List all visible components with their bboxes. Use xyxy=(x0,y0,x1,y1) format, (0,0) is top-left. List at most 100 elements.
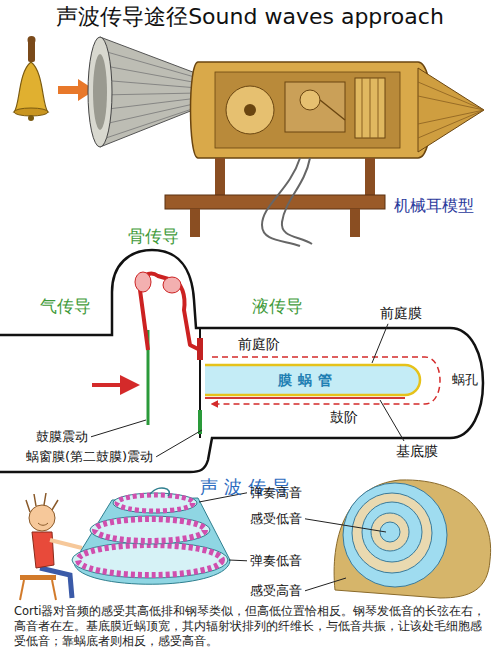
cochlea-section xyxy=(352,493,432,573)
leader-line xyxy=(91,420,146,437)
piano-player xyxy=(50,540,82,548)
spiral-piano xyxy=(78,545,222,575)
ear-horn xyxy=(100,93,198,95)
leader-line xyxy=(372,324,388,363)
piano-player xyxy=(38,523,48,525)
nose-cone xyxy=(418,110,484,124)
ear-horn xyxy=(100,103,198,125)
leader-line xyxy=(156,430,202,457)
bell-figure xyxy=(28,36,36,44)
mechanical-ear-body xyxy=(355,78,385,138)
ear-outline xyxy=(0,250,483,472)
duct-label: 膜蜗管 xyxy=(278,371,338,389)
wooden-stand xyxy=(190,209,200,237)
mechanical-ear-body xyxy=(226,86,274,134)
piano-player xyxy=(20,580,24,600)
mechanical-ear-body xyxy=(300,90,320,110)
bell-figure xyxy=(14,36,48,121)
ossicles xyxy=(135,272,198,350)
cochlea-section xyxy=(334,480,491,598)
wooden-stand xyxy=(350,209,360,237)
nose-cone xyxy=(418,68,484,152)
spiral-piano xyxy=(72,542,228,578)
wires xyxy=(262,158,300,246)
fluid-wave-arrow xyxy=(212,357,440,404)
part-label: 蜗窗膜(第二鼓膜)震动 xyxy=(26,449,153,465)
leader-line xyxy=(380,400,404,441)
section-label: 骨传导 xyxy=(128,226,179,246)
spiral-piano xyxy=(72,488,230,584)
duct-band: 膜蜗管 xyxy=(269,371,341,389)
cochlea-section xyxy=(371,513,409,551)
spiral-piano xyxy=(90,516,210,544)
part-label: 前庭阶 xyxy=(238,336,280,353)
mechanical-ear-body xyxy=(244,104,256,116)
callout-label: 感受低音 xyxy=(250,511,302,527)
wooden-stand xyxy=(215,158,225,196)
air-wave-arrow xyxy=(92,385,136,386)
cochlea-section xyxy=(343,483,447,587)
piano-player xyxy=(29,505,55,531)
spiral-piano xyxy=(150,488,169,496)
title-text: 声波传导途径Sound waves approach xyxy=(0,4,500,30)
mechanical-ear-body xyxy=(362,78,363,138)
spiral-piano xyxy=(117,495,193,511)
part-label: 鼓膜震动 xyxy=(36,429,88,445)
ear-horn xyxy=(100,65,198,83)
section-label: 气传导 xyxy=(40,296,91,316)
ear-outline xyxy=(0,250,483,472)
piano-player xyxy=(20,575,56,580)
callout-label: 弹奏低音 xyxy=(250,553,302,569)
nose-cone xyxy=(418,68,484,152)
cochlear-duct xyxy=(205,365,420,395)
wires xyxy=(282,158,312,244)
mechanical-ear-body xyxy=(215,72,400,148)
ear-horn xyxy=(100,80,198,88)
callout-label: 感受高音 xyxy=(250,583,302,599)
part-label: 前庭膜 xyxy=(380,305,422,322)
ear-horn xyxy=(88,37,112,147)
ossicles xyxy=(163,277,181,293)
nose-cone xyxy=(418,110,484,138)
model-label: 机械耳模型 xyxy=(394,196,474,215)
wooden-stand xyxy=(165,195,385,209)
cochlea-section xyxy=(362,502,422,562)
ear-horn xyxy=(88,37,198,147)
spiral-piano xyxy=(113,493,197,513)
wooden-stand xyxy=(365,158,375,196)
part-label: 基底膜 xyxy=(396,443,438,460)
spiral-piano xyxy=(95,519,205,541)
leader-line xyxy=(305,519,386,532)
nose-cone xyxy=(418,96,484,110)
mechanical-ear-body xyxy=(285,82,345,132)
section-label: 液传导 xyxy=(252,296,303,316)
mechanical-ear-body xyxy=(191,62,432,158)
piano-player xyxy=(20,493,82,600)
air-wave-arrow xyxy=(92,383,136,387)
leader-line xyxy=(229,560,247,562)
ear-horn xyxy=(100,107,198,140)
mechanical-ear-body xyxy=(378,78,379,138)
nose-cone xyxy=(418,82,484,138)
ear-horn xyxy=(100,50,198,140)
ear-horn xyxy=(93,54,107,130)
cochlear-duct xyxy=(205,365,420,395)
piano-player xyxy=(40,568,72,598)
piano-player xyxy=(32,532,54,568)
bell-figure xyxy=(28,115,34,121)
bell-figure xyxy=(14,62,48,112)
cochlear-duct xyxy=(205,397,405,399)
caption-text: Corti器对音频的感受其高低排和钢琴类似，但高低位置恰相反。钢琴发低音的长弦在… xyxy=(14,604,486,649)
part-label: 鼓阶 xyxy=(330,409,358,426)
mechanical-ear-body xyxy=(320,100,345,120)
fluid-wave-arrow xyxy=(212,357,440,404)
mechanical-ear-body xyxy=(370,78,371,138)
leader-line xyxy=(305,578,346,591)
cochlear-duct xyxy=(205,365,420,398)
bell-figure xyxy=(14,108,48,116)
piano-player xyxy=(26,493,58,512)
callout-label: 弹奏高音 xyxy=(250,485,302,501)
ear-horn xyxy=(100,37,198,147)
wires xyxy=(262,158,312,246)
